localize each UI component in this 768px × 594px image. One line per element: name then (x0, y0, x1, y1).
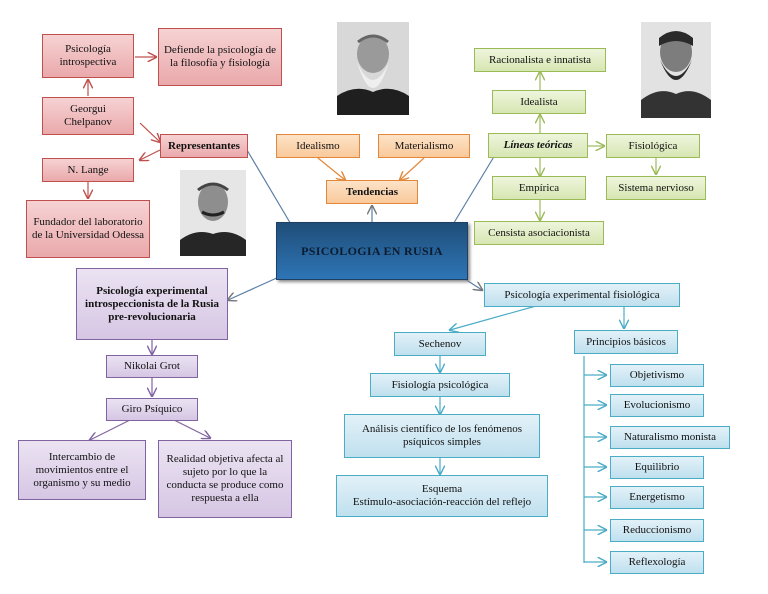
representantes-node: Representantes (160, 134, 248, 158)
georgui-chelpanov: Georgui Chelpanov (42, 97, 134, 135)
intercambio-movimientos: Intercambio de movimientos entre el orga… (18, 440, 146, 500)
empirica: Empírica (492, 176, 586, 200)
idealista: Idealista (492, 90, 586, 114)
realidad-objetiva: Realidad objetiva afecta al sujeto por l… (158, 440, 292, 518)
psicologia-experimental-fisiologica: Psicología experimental fisiológica (484, 283, 680, 307)
principios-basicos: Principios básicos (574, 330, 678, 354)
portrait-bearded-man (641, 22, 711, 118)
giro-psiquico: Giro Psíquico (106, 398, 198, 421)
fisiologica: Fisiológica (606, 134, 700, 158)
tendencia-materialismo: Materialismo (378, 134, 470, 158)
n-lange: N. Lange (42, 158, 134, 182)
principio-energetismo: Energetismo (610, 486, 704, 509)
racionalista-innatista: Racionalista e innatista (474, 48, 606, 72)
sechenov: Sechenov (394, 332, 486, 356)
defiende-psicologia: Defiende la psicología de la filosofía y… (158, 28, 282, 86)
principio-objetivismo: Objetivismo (610, 364, 704, 387)
sistema-nervioso: Sistema nervioso (606, 176, 706, 200)
nikolai-grot: Nikolai Grot (106, 355, 198, 378)
portrait-mustached-man (180, 170, 246, 256)
psicologia-experimental-introspeccionista: Psicología experimental introspeccionist… (76, 268, 228, 340)
censista-asociacionista: Censista asociacionista (474, 221, 604, 245)
principio-equilibrio: Equilibrio (610, 456, 704, 479)
esquema-text: Estímulo-asociación-reacción del reflejo (352, 496, 532, 508)
fisiologia-psicologica: Fisiología psicológica (370, 373, 510, 397)
esquema-box: Esquema Estímulo-asociación-reacción del… (336, 475, 548, 517)
principio-evolucionismo: Evolucionismo (610, 394, 704, 417)
fundador-laboratorio: Fundador del laboratorio de la Universid… (26, 200, 150, 258)
lineas-teoricas-node: Líneas teóricas (488, 133, 588, 158)
portrait-bearded-elder (337, 22, 409, 115)
center-title: PSICOLOGIA EN RUSIA (276, 222, 468, 280)
tendencia-idealismo: Idealismo (276, 134, 360, 158)
psicologia-introspectiva: Psicología introspectiva (42, 34, 134, 78)
principio-naturalismo-monista: Naturalismo monista (610, 426, 730, 449)
esquema-title: Esquema (421, 483, 463, 495)
principio-reflexologia: Reflexología (610, 551, 704, 574)
analisis-cientifico: Análisis científico de los fenómenos psí… (344, 414, 540, 458)
tendencias-node: Tendencias (326, 180, 418, 204)
principio-reduccionismo: Reduccionismo (610, 519, 704, 542)
